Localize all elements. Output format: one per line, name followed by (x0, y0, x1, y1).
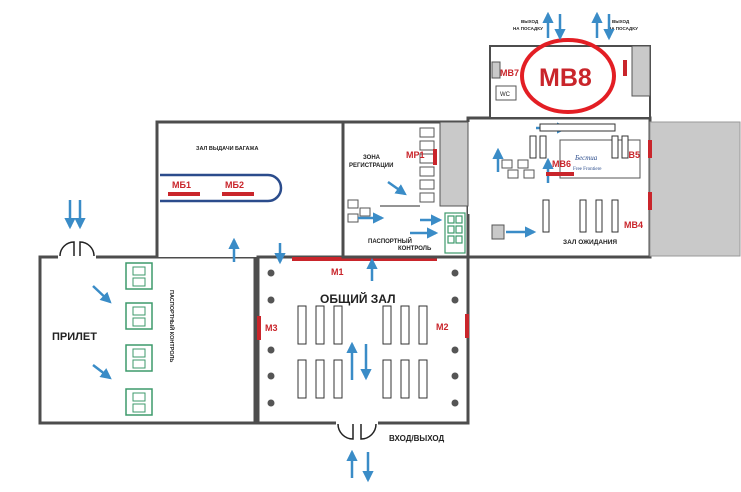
gate-area: WC МВ7 МВ8 ВЫХОД НА ПОСАДКУ ВЫХОД НА ПОС… (489, 11, 651, 119)
mb6-mark (546, 172, 574, 176)
seating-blocks (297, 305, 428, 399)
mb2-label: МБ2 (225, 180, 244, 190)
m2-label: М2 (436, 322, 449, 332)
hall-columns (267, 269, 459, 407)
waiting-hall: Бестиа Free Frontiere МВ6 МВ5 МВ4 ЗАЛ ОЖ… (439, 116, 741, 259)
cafe-tables (501, 159, 535, 179)
passport-booths (125, 262, 153, 416)
mb6-label: МВ6 (552, 159, 571, 169)
mp1-label: МР1 (406, 150, 425, 160)
mb2-mark (222, 192, 254, 196)
passport-control-side-label: ПАСПОРТНЫЙ КОНТРОЛЬ (168, 290, 176, 362)
boarding-exit-2-label-2: НА ПОСАДКУ (608, 26, 638, 31)
arrival-arrows (64, 200, 112, 380)
baggage-hall-label: ЗАЛ ВЫДАЧИ БАГАЖА (196, 146, 258, 152)
duty-free-label-1: Бестиа (574, 154, 598, 162)
jetway-block (649, 121, 741, 257)
m1-mark (292, 257, 437, 261)
mb5-mark (648, 140, 652, 158)
baggage-carousel (160, 173, 283, 203)
boarding-exit-arrows (542, 11, 615, 41)
m1-label: М1 (331, 267, 344, 277)
m3-mark (257, 316, 261, 340)
waiting-seats (529, 123, 629, 233)
boarding-exit-1-label-2: НА ПОСАДКУ (513, 26, 543, 31)
mb5-label: МВ5 (621, 150, 640, 160)
mb4-mark (648, 192, 652, 210)
passport-control-label-2: КОНТРОЛЬ (398, 246, 432, 252)
arrivals-label: ПРИЛЕТ (52, 331, 97, 343)
arrival-door (58, 241, 96, 259)
mb8-label[interactable]: МВ8 (539, 64, 592, 92)
passport-control-label-1: ПАСПОРТНЫЙ (368, 237, 412, 245)
waiting-hall-label: ЗАЛ ОЖИДАНИЯ (563, 239, 617, 246)
arrivals-hall: ПРИЛЕТ ПАСПОРТНЫЙ КОНТРОЛЬ (38, 200, 257, 425)
registration-zone-label-1: ЗОНА (363, 155, 381, 161)
security-frames (347, 199, 371, 223)
passport-control-booths (444, 212, 466, 254)
mb1-mark (168, 192, 200, 196)
boarding-exit-1-label-1: ВЫХОД (521, 19, 539, 24)
entrance-exit-label: ВХОД/ВЫХОД (389, 434, 444, 443)
main-hall-arrows (274, 243, 378, 483)
mb1-label: МБ1 (172, 180, 191, 190)
duty-free-label-2: Free Frontiere (573, 167, 602, 172)
main-hall-label: ОБЩИЙ ЗАЛ (320, 291, 396, 306)
registration-zone-label-2: РЕГИСТРАЦИИ (349, 163, 393, 169)
m2-mark (465, 314, 469, 338)
checkin-desks (419, 127, 435, 203)
main-hall: М1 ОБЩИЙ ЗАЛ М3 М2 (256, 243, 470, 483)
wc-box (495, 85, 517, 101)
entrance-door[interactable] (336, 421, 378, 440)
mb4-label: МВ4 (624, 220, 643, 230)
mb7-label: МВ7 (500, 68, 519, 78)
mb8-highlight-ring[interactable] (520, 38, 616, 114)
waiting-kiosk (491, 224, 505, 240)
mp1-mark (433, 149, 437, 165)
boarding-exit-2-label-1: ВЫХОД (612, 19, 630, 24)
m3-label: М3 (265, 323, 278, 333)
mb8-side-mark (623, 60, 627, 76)
baggage-hall: ЗАЛ ВЫДАЧИ БАГАЖА МБ1 МБ2 (155, 120, 345, 262)
wc-label: WC (500, 92, 511, 98)
